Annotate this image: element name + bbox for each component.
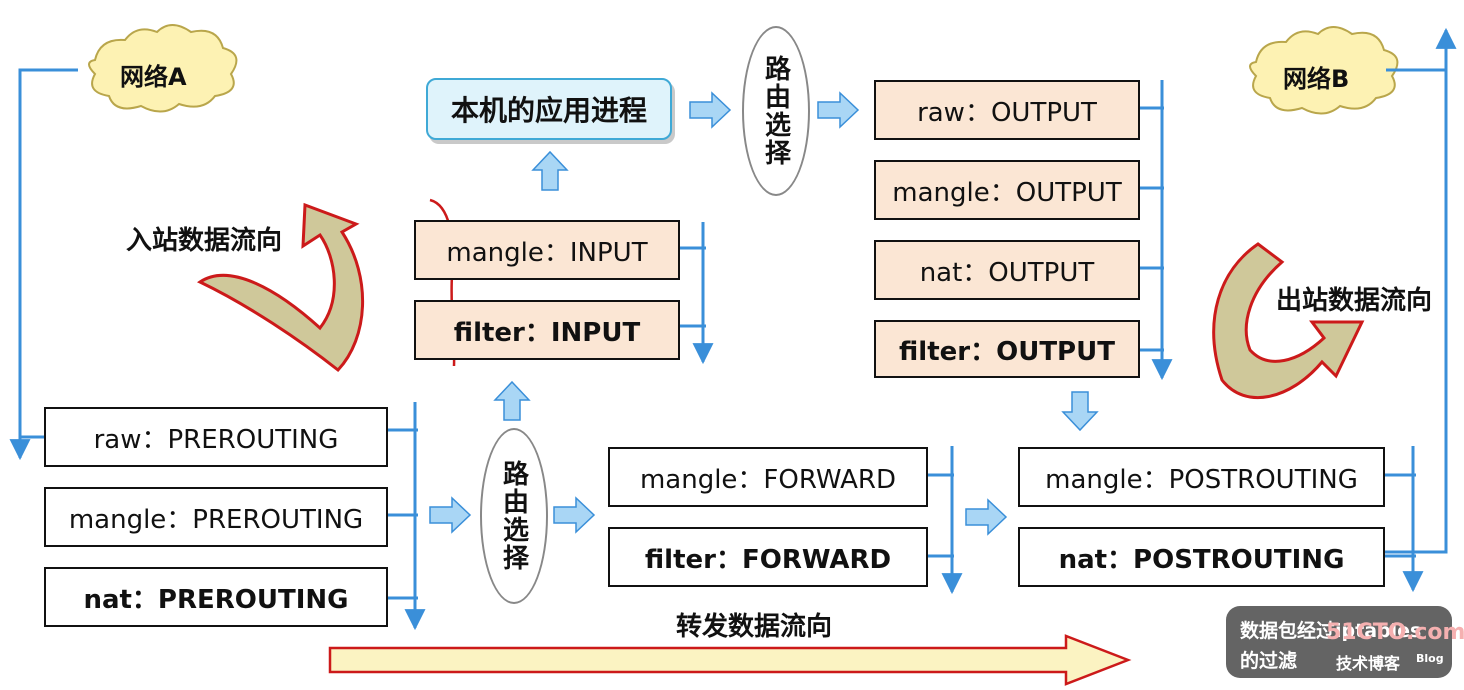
forward-bracket	[928, 446, 954, 592]
network-b-line	[1385, 27, 1457, 554]
forward-flow-label: 转发数据流向	[676, 612, 833, 642]
network-a-line	[9, 68, 78, 461]
arrow-forward-to-postrouting	[965, 498, 1008, 536]
outbound-flow-label: 出站数据流向	[1276, 286, 1433, 316]
watermark-sub: 技术博客	[1336, 654, 1401, 673]
filter-input-box: filter：INPUT	[414, 300, 680, 360]
arrow-route-to-forward	[553, 496, 596, 534]
arrow-prerouting-to-route	[429, 496, 472, 534]
arrow-input-up-to-process	[531, 150, 569, 191]
nat-postrouting-box: nat：POSTROUTING	[1018, 527, 1385, 587]
input-bracket	[680, 222, 706, 362]
cloud-shape-b	[1249, 26, 1399, 115]
mangle-output-box: mangle：OUTPUT	[874, 160, 1140, 220]
mangle-forward-box: mangle：FORWARD	[608, 447, 928, 507]
watermark-blog: Blog	[1416, 652, 1444, 665]
route-select-top: 路由选择	[742, 26, 810, 196]
raw-output-box: raw：OUTPUT	[874, 80, 1140, 140]
local-process-box: 本机的应用进程	[426, 78, 672, 140]
arrow-process-to-route	[689, 91, 732, 129]
raw-prerouting-box: raw：PREROUTING	[44, 407, 388, 467]
mangle-prerouting-box: mangle：PREROUTING	[44, 487, 388, 547]
route-select-bottom-text: 路由选择	[498, 460, 529, 572]
network-b-label: 网络B	[1283, 65, 1350, 93]
output-bracket	[1140, 80, 1164, 378]
watermark-brand: 51CTO.com	[1326, 620, 1464, 645]
prerouting-bracket	[388, 402, 418, 628]
inbound-flow-label: 入站数据流向	[126, 226, 283, 256]
watermark-line1: 数据包经过iptables	[1240, 620, 1422, 642]
filter-forward-box: filter：FORWARD	[608, 527, 928, 587]
arrow-route-up-to-input	[493, 380, 531, 421]
mangle-postrouting-box: mangle：POSTROUTING	[1018, 447, 1385, 507]
cloud-shape-a	[88, 24, 238, 113]
outbound-curve-arrow	[1212, 242, 1365, 400]
arrow-route-to-output	[817, 91, 860, 129]
network-a-label: 网络A	[120, 63, 187, 91]
filter-output-box: filter：OUTPUT	[874, 320, 1140, 378]
mangle-input-box: mangle：INPUT	[414, 220, 680, 280]
forward-flow-arrow	[328, 634, 1132, 686]
nat-prerouting-box: nat：PREROUTING	[44, 567, 388, 627]
nat-output-box: nat：OUTPUT	[874, 240, 1140, 300]
route-select-bottom: 路由选择	[480, 428, 548, 604]
route-select-top-text: 路由选择	[760, 55, 791, 167]
inbound-curve-arrow	[196, 202, 365, 373]
arrow-output-down-to-postrouting	[1061, 391, 1099, 432]
watermark-panel: 数据包经过iptables 的过滤 51CTO.com 技术博客 Blog	[1226, 606, 1464, 678]
watermark-line2: 的过滤	[1240, 650, 1298, 672]
postrouting-bracket	[1385, 446, 1416, 590]
